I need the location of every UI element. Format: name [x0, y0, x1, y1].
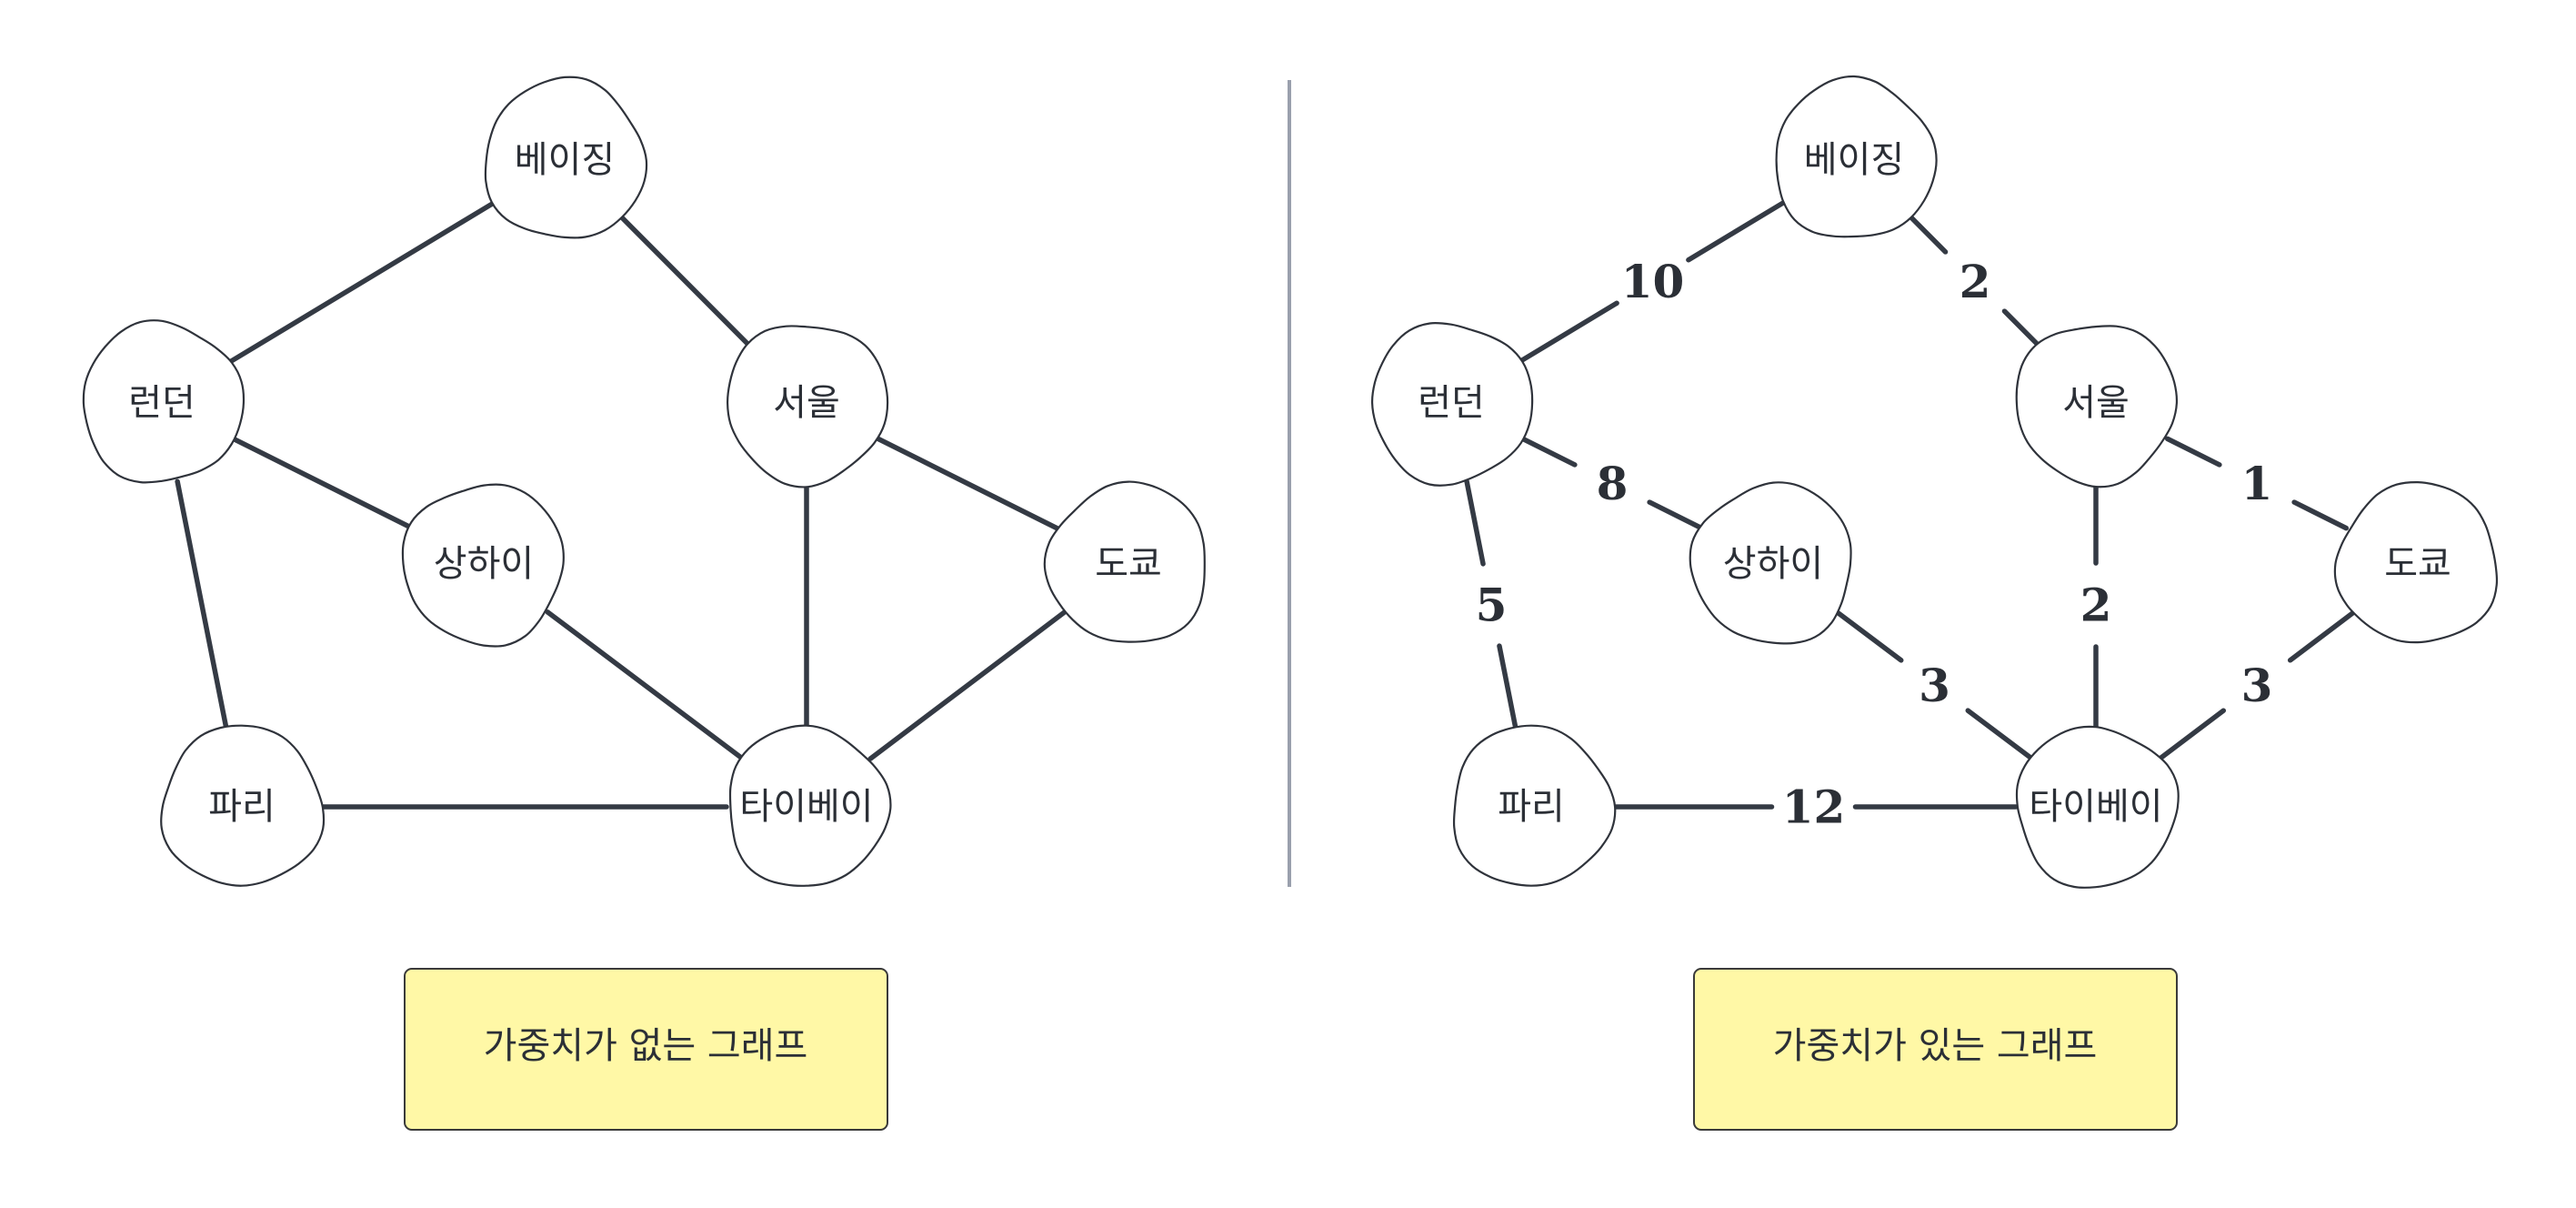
edge-beijing-london [227, 198, 499, 365]
edge-london-paris [1497, 643, 1519, 731]
edge-weight-label: 5 [1476, 579, 1508, 632]
node-circle [1689, 481, 1852, 645]
node-london: 런던 [1370, 321, 1534, 487]
node-tokyo: 도쿄 [2333, 480, 2499, 644]
node-label: 베이징 [515, 139, 615, 181]
node-circle [1043, 480, 1206, 643]
edge-london-shanghai [1647, 499, 1705, 531]
edge-tokyo-taipei [2287, 609, 2357, 663]
edge-weight-label: 1 [2241, 457, 2273, 510]
edge-beijing-seoul [2001, 308, 2042, 349]
edge-beijing-london [1517, 300, 1619, 365]
caption-text: 가중치가 없는 그래프 [484, 1025, 808, 1067]
node-shanghai: 상하이 [1689, 481, 1852, 645]
edge-shanghai-taipei [545, 609, 746, 761]
node-label: 런던 [128, 382, 195, 424]
node-taipei: 타이베이 [2015, 725, 2180, 889]
node-label: 파리 [1498, 786, 1565, 828]
edge-beijing-london [1686, 198, 1789, 263]
caption-text: 가중치가 있는 그래프 [1773, 1025, 2098, 1067]
edge-weight-label: 8 [1597, 457, 1629, 510]
node-circle [2333, 480, 2499, 644]
node-circle [726, 325, 889, 488]
node-circle [1370, 321, 1534, 487]
edge-shanghai-taipei [1965, 708, 2035, 761]
edge-seoul-tokyo [2291, 499, 2350, 531]
node-label: 타이베이 [739, 786, 873, 828]
edge-london-paris [1464, 478, 1486, 567]
node-beijing: 베이징 [1775, 75, 1938, 238]
edge-weight-label: 10 [1621, 255, 1685, 308]
node-paris: 파리 [1452, 724, 1617, 887]
edge-seoul-tokyo [875, 436, 1060, 531]
node-label: 런던 [1418, 382, 1485, 424]
edge-london-paris [175, 478, 229, 731]
caption-box [1693, 968, 2178, 1131]
edge-tokyo-taipei [2157, 708, 2227, 761]
graph-caption: 가중치가 있는 그래프 [1693, 968, 2178, 1131]
edge-weight-label: 3 [1919, 659, 1950, 712]
node-circle [728, 724, 892, 887]
node-seoul: 서울 [2015, 325, 2179, 488]
node-shanghai: 상하이 [401, 483, 565, 648]
caption-box [404, 968, 888, 1131]
node-label: 서울 [2062, 382, 2130, 424]
node-paris: 파리 [160, 724, 326, 887]
edge-london-shanghai [230, 436, 416, 531]
node-label: 파리 [208, 786, 276, 828]
edge-london-shanghai [1519, 436, 1578, 468]
node-label: 서울 [773, 382, 840, 424]
node-tokyo: 도쿄 [1043, 480, 1206, 643]
node-label: 도쿄 [2384, 543, 2451, 585]
edge-seoul-tokyo [2164, 436, 2222, 468]
node-beijing: 베이징 [484, 76, 648, 239]
node-circle [484, 76, 648, 239]
node-label: 베이징 [1804, 139, 1904, 181]
node-circle [401, 483, 565, 648]
node-circle [1452, 724, 1617, 887]
edge-beijing-seoul [1908, 214, 1949, 255]
graph-caption: 가중치가 없는 그래프 [404, 968, 888, 1131]
node-taipei: 타이베이 [728, 724, 892, 887]
node-circle [2015, 725, 2180, 889]
node-seoul: 서울 [726, 325, 889, 488]
node-circle [160, 724, 326, 887]
edge-weight-label: 2 [1960, 255, 1991, 308]
node-circle [82, 319, 246, 484]
node-circle [2015, 325, 2179, 488]
node-label: 도쿄 [1095, 543, 1162, 585]
edge-beijing-seoul [618, 214, 753, 349]
node-london: 런던 [82, 319, 246, 484]
edge-weight-label: 3 [2241, 659, 2273, 712]
node-label: 타이베이 [2029, 786, 2162, 828]
node-label: 상하이 [1723, 543, 1823, 585]
node-circle [1775, 75, 1938, 238]
edge-weight-label: 2 [2080, 579, 2112, 632]
edge-tokyo-taipei [867, 609, 1067, 761]
edge-weight-label: 12 [1782, 780, 1846, 834]
node-label: 상하이 [434, 543, 534, 585]
edge-shanghai-taipei [1834, 609, 1904, 663]
